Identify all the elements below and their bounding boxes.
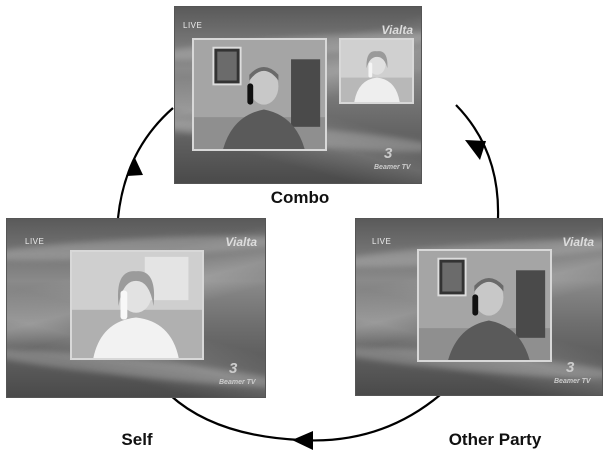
vialta-logo: Vialta [381,23,413,37]
beamer-tv-mark: 3 [566,359,575,376]
beamer-tv-logo: Beamer TV [219,379,256,386]
self-screen: LIVE Vialta 3 Beamer TV [6,218,266,398]
arrowhead-self-to-combo [126,158,143,176]
cycle-arc-self-to-combo [116,107,174,219]
self-caption: Self [121,430,153,449]
beamer-tv-logo: Beamer TV [554,378,591,385]
live-label: LIVE [183,21,203,30]
other-party-caption: Other Party [448,430,542,449]
combo-screen: LIVE Vialta 3 Beamer TV [174,6,422,184]
cycle-arc-other-to-self [169,394,441,442]
vialta-logo: Vialta [225,235,257,249]
self-video-frame [70,250,204,360]
other-party-video-frame [192,38,327,151]
self-video-frame [339,38,414,104]
vialta-logo: Vialta [562,235,594,249]
cycle-arc-combo-to-other [455,104,500,219]
live-label: LIVE [25,237,45,246]
beamer-tv-mark: 3 [384,145,393,162]
combo-caption: Combo [270,188,330,207]
beamer-tv-logo: Beamer TV [374,164,411,171]
other-party-video-frame [417,249,552,362]
live-label: LIVE [372,237,392,246]
beamer-tv-mark: 3 [229,360,238,377]
arrowhead-combo-to-other [465,140,486,160]
arrowhead-other-to-self [292,431,313,450]
other-party-screen: LIVE Vialta 3 Beamer TV [355,218,603,396]
